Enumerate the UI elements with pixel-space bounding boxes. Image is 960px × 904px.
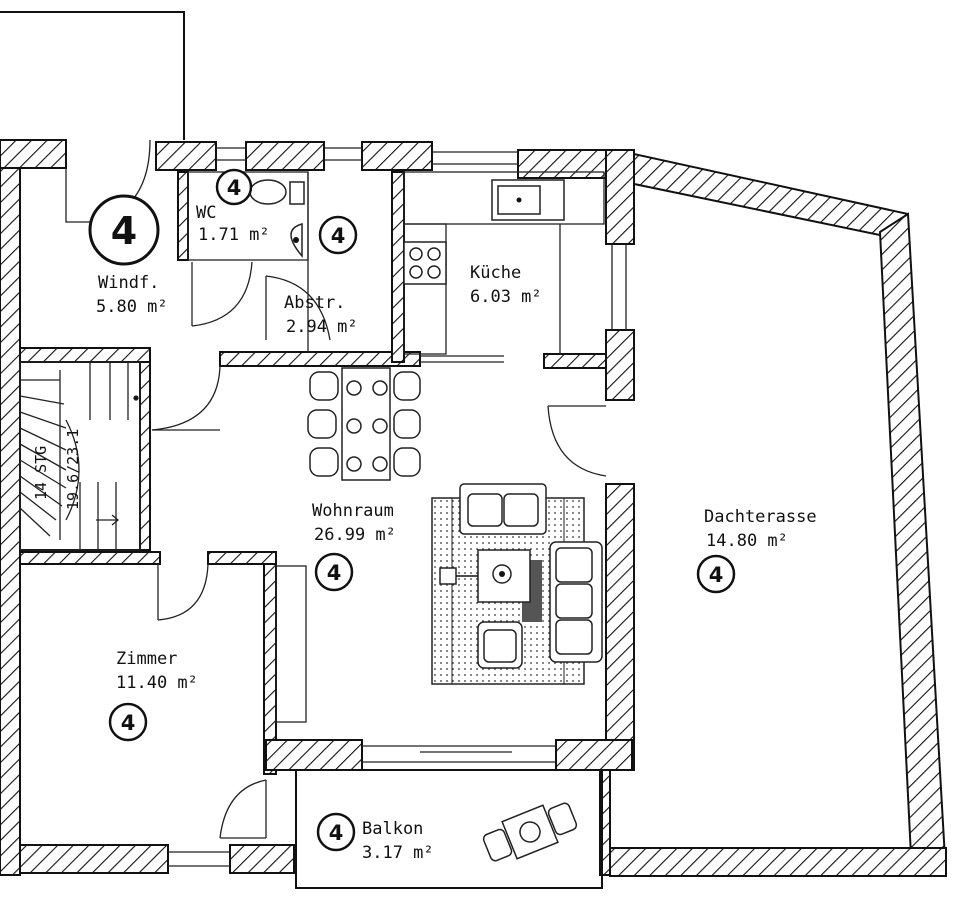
armchair-bottom (477, 621, 523, 669)
stair-ratio-label: 19.6/23.1 (64, 429, 82, 510)
marker-wohnraum: 4 (314, 552, 354, 592)
marker-abstellraum-text: 4 (331, 224, 346, 248)
armchair-top (459, 483, 547, 535)
zimmer-area: 11.40 m² (116, 673, 198, 693)
marker-wc-text: 4 (227, 176, 242, 200)
kitchen-sink (491, 179, 565, 221)
marker-balkon: 4 (316, 812, 356, 852)
zimmer-name: Zimmer (116, 649, 177, 669)
balkon-area: 3.17 m² (362, 843, 434, 863)
kueche-area: 6.03 m² (470, 287, 542, 307)
wohnraum-area: 26.99 m² (314, 525, 396, 545)
marker-dachterrasse-text: 4 (709, 563, 724, 587)
marker-wohnraum-text: 4 (327, 561, 342, 585)
marker-balkon-text: 4 (329, 821, 344, 845)
dachterrasse-name: Dachterasse (704, 507, 817, 527)
balcony-furniture (482, 802, 578, 862)
kueche-name: Küche (470, 263, 521, 283)
kitchen-stove (403, 241, 447, 285)
dachterrasse-area: 14.80 m² (706, 531, 788, 551)
dining-table (307, 367, 421, 481)
marker-zimmer: 4 (108, 702, 148, 742)
abstellraum-area: 2.94 m² (286, 317, 358, 337)
windfang-name: Windf. (98, 273, 159, 293)
wohnraum-name: Wohnraum (312, 501, 394, 521)
wc-name: WC (196, 203, 216, 223)
marker-wc: 4 (215, 168, 253, 206)
coffee-table (439, 549, 531, 603)
balkon-name: Balkon (362, 819, 423, 839)
room-markers: 4 4 4 4 4 4 4 (88, 168, 736, 852)
marker-zimmer-text: 4 (121, 711, 136, 735)
stair-steps-label: 14 STG (32, 446, 50, 500)
abstellraum-name: Abstr. (284, 293, 345, 313)
marker-windfang: 4 (88, 194, 160, 266)
marker-abstellraum: 4 (318, 215, 358, 255)
marker-dachterrasse: 4 (696, 554, 736, 594)
wash-basin (290, 223, 303, 259)
marker-windfang-text: 4 (111, 209, 137, 253)
sofa (549, 541, 603, 663)
toilet (249, 179, 305, 205)
wc-area: 1.71 m² (198, 225, 270, 245)
windfang-area: 5.80 m² (96, 297, 168, 317)
room-labels: Windf. 5.80 m² WC 1.71 m² Abstr. 2.94 m²… (32, 203, 817, 863)
furniture (249, 179, 603, 862)
